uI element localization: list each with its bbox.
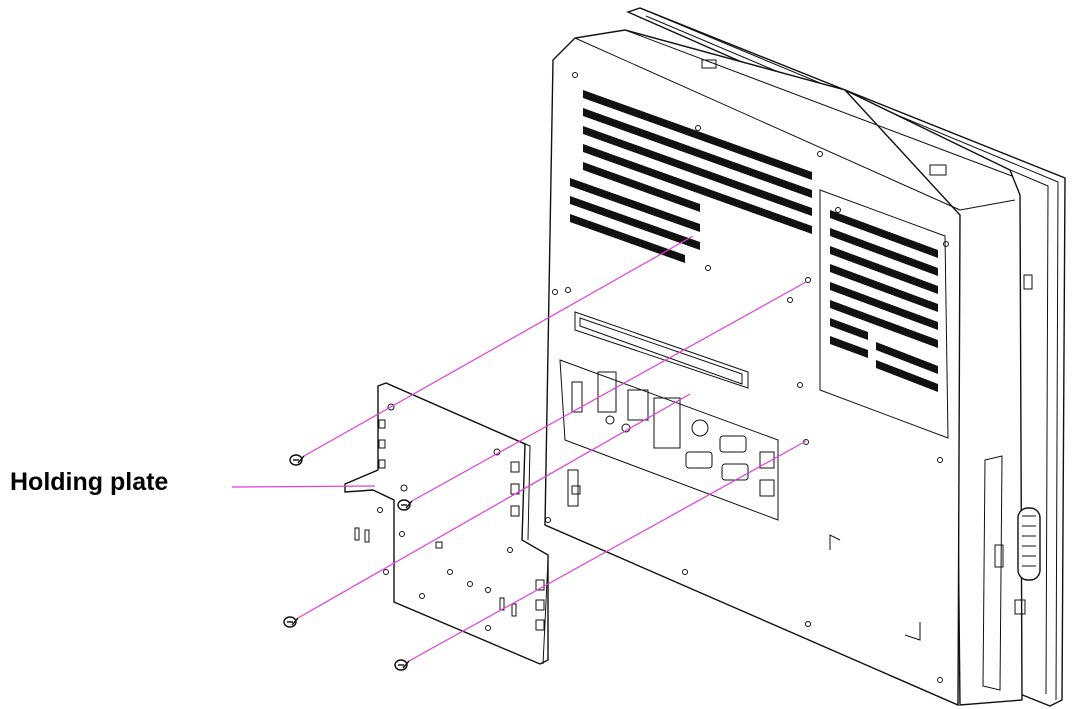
io-panel [559,359,779,521]
audio-port-1 [759,451,775,469]
ps2-port [691,419,709,437]
io-ports [571,371,775,497]
guide-line-3 [297,393,691,619]
com-port-2 [685,451,713,469]
plate-left-notches [378,419,386,469]
top-clip-1 [701,59,717,69]
screw-1 [289,454,305,466]
holding-plate-outline [344,382,549,665]
expansion-slot-cover [574,311,749,389]
guide-line-4 [408,440,807,662]
corner-mark-bottom [904,622,921,641]
screw-2 [397,499,413,511]
plate-holes [377,403,513,631]
vent-grille-left [570,90,812,263]
assembly-guide-lines [297,235,807,662]
usb-port-stack [597,371,617,413]
back-screw-holes [545,72,949,683]
panel-pc-rear [544,7,1066,707]
power-port [571,381,583,413]
screw-4 [394,659,410,671]
side-latch-top [1023,274,1033,290]
dc-connector [567,469,579,507]
callout-leader-line [231,485,376,488]
lan-port-2 [653,397,681,449]
side-usb-port [994,544,1004,568]
side-latch-bottom [1014,599,1026,615]
screw-3 [283,616,299,628]
side-connector-pins [1022,515,1036,567]
housing-back-face [544,29,961,707]
com-port-1 [719,435,747,453]
plate-tabs [510,461,545,631]
holding-plate [344,382,549,665]
side-port-cover [982,455,1003,691]
audio-port-2 [759,479,775,497]
vent-panel-right [819,189,949,439]
top-clip-2 [929,164,947,176]
corner-mark-top [829,534,841,550]
vent-grille-right [830,210,938,392]
lan-port-1 [627,389,649,421]
plate-slots [354,527,517,617]
side-vga-connector [1017,507,1041,581]
holding-plate-label: Holding plate [10,468,169,496]
guide-line-2 [411,281,807,502]
screws [283,454,413,671]
guide-line-1 [303,235,694,457]
